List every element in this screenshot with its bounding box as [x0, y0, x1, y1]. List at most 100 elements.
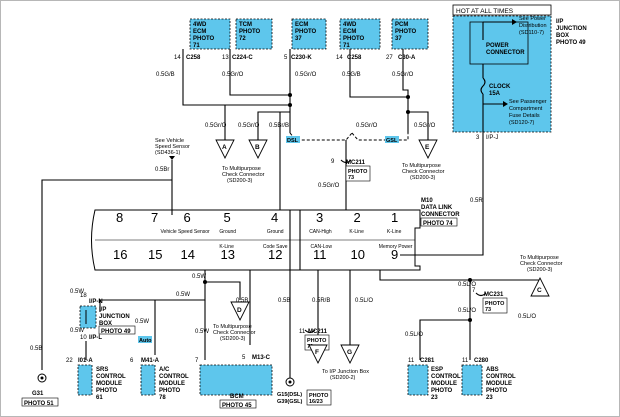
check-connector-c — [530, 276, 550, 297]
top-module-4-conn: C30-A — [398, 55, 416, 61]
check-d-l1: To Multipurpose — [213, 324, 252, 330]
photo51-box — [21, 397, 59, 407]
wire-5w4-label: 0.5W — [135, 319, 149, 325]
dlc-top-label-4: Ground — [267, 229, 284, 235]
top-module-2-l3: 37 — [295, 36, 302, 42]
clock-fuse-icon — [480, 77, 486, 95]
top-module-3-wire: 0.5G/B — [342, 72, 361, 78]
dsl-badge — [286, 136, 300, 143]
abs-l5: 23 — [486, 395, 493, 401]
top-module-pcm — [391, 18, 429, 50]
ground-g39-label: G39(GSL) — [277, 399, 303, 405]
mc231-photo1: PHOTO — [485, 301, 505, 307]
ac-pin: 6 — [130, 358, 134, 364]
wire-rb-label: 0.5R/B — [312, 298, 330, 304]
wire-5b1-label: 0.5B — [30, 346, 42, 352]
top-module-1-conn: C224-C — [232, 55, 253, 61]
dlc-top-pin-2: 2 — [354, 210, 361, 225]
power-arrow-icon — [512, 19, 517, 25]
bottom-modules: 22 I01-A SRS CONTROL MODULE PHOTO 61 6 M… — [66, 355, 516, 409]
see-pass-l4: (SD120-7) — [509, 120, 535, 126]
ground-g31-label: G31 — [32, 391, 44, 397]
wire-to-b — [257, 111, 290, 140]
splice-dot — [288, 93, 292, 97]
wire-lo5-label: 0.5L/O — [518, 314, 536, 320]
ijb-low-l3: BOX — [99, 321, 112, 327]
wire-5w5-label: 0.5W — [195, 329, 209, 335]
top-module-3-pin: 14 — [336, 55, 343, 61]
esp-conn: C281 — [420, 358, 435, 364]
abs-pin: 11 — [462, 358, 469, 364]
gsl-branch — [351, 132, 409, 141]
dlc-top-label-2: K-Line — [349, 229, 364, 235]
check-b-label: B — [255, 144, 260, 151]
top-module-0-conn: C258 — [186, 55, 201, 61]
top-module-1-l2: PHOTO — [239, 29, 261, 35]
power-connector-l1: POWER — [486, 43, 509, 49]
dlc-top-pin-5: 5 — [224, 210, 231, 225]
abs-module-box — [461, 364, 483, 396]
top-module-ecm — [291, 18, 327, 50]
memory-power-wire — [400, 132, 484, 256]
wire-5w2-label: 0.5W — [70, 289, 84, 295]
wire-label-b: 0.5Gr/O — [238, 123, 260, 129]
ac-l5: 78 — [159, 395, 166, 401]
see-power-l2: Distribution — [519, 23, 547, 29]
ijb-low-box — [79, 305, 97, 329]
bcm-l2: PHOTO 45 — [222, 403, 252, 409]
top-module-0-l4: 71 — [193, 43, 200, 49]
srs-l3: MODULE — [96, 381, 122, 387]
abs-conn: C280 — [474, 358, 489, 364]
dlc-bottom-pin-12: 12 — [268, 247, 282, 262]
ijb-low-pin-l: 10 — [80, 335, 87, 341]
dlc-top-pin-1: 1 — [391, 210, 398, 225]
dsl-label: DSL — [287, 138, 299, 144]
top-module-2-l1: ECM — [295, 22, 308, 28]
vss-l2: Speed Sensor — [155, 144, 190, 150]
ijb-low-photo: PHOTO 49 — [101, 329, 131, 335]
top-module-1-pin: 13 — [222, 55, 229, 61]
wire-tcm-drop — [229, 49, 290, 96]
ijb-low-pin-n: 18 — [80, 293, 87, 299]
top-module-tcm — [235, 18, 273, 50]
check-connectors-top: A B To Multipurpose Check Connector (SD2… — [215, 139, 445, 184]
top-wiring: 0.5Gr/O 0.5Gr/O 0.5Br/B 0.5Gr/O 0.5Gr/O … — [155, 49, 436, 215]
top-module-4-l2: PHOTO — [395, 29, 417, 35]
srs-pin: 22 — [66, 358, 73, 364]
wire-lo3-label: 0.5L/O — [458, 308, 476, 314]
check-ab-l3: (SD200-3) — [227, 178, 253, 184]
vss-arrow-icon — [169, 156, 175, 160]
mc211-low-conn: MC211 — [308, 329, 328, 335]
check-e-label: E — [425, 144, 430, 151]
esp-l4: PHOTO — [431, 388, 453, 394]
dlc-top-pin-3: 3 — [316, 210, 323, 225]
dlc-top-label-5: Ground — [219, 229, 236, 235]
ijb-low-photo-box — [98, 325, 136, 335]
bcm-photo-box — [219, 399, 257, 409]
abs-l3: MODULE — [486, 381, 512, 387]
dlc-bottom-pin-16: 16 — [113, 247, 127, 262]
dlc-bottom-pin-14: 14 — [181, 247, 195, 262]
bcm-pin-a: 5 — [242, 355, 246, 361]
check-c-l1: To Multipurpose — [520, 255, 559, 261]
auto-label: Auto — [139, 338, 152, 344]
wire-can-to-abs — [379, 270, 471, 360]
abs-l2: CONTROL — [486, 374, 516, 380]
splice-dot — [406, 95, 410, 99]
wire-pin3-label: 0.5Gr/O — [318, 183, 340, 189]
check-e-l1: To Multipurpose — [402, 163, 441, 169]
ac-l4: PHOTO — [159, 388, 181, 394]
ijb-low-l2: JUNCTION — [99, 314, 130, 320]
top-modules: 4WD ECM PHOTO 71 14 C258 0.5G/B TCM PHOT… — [156, 18, 429, 78]
power-connector-l2: CONNECTOR — [486, 50, 525, 56]
abs-l4: PHOTO — [486, 388, 508, 394]
bcm-conn: M13-C — [252, 355, 271, 361]
esp-l2: CONTROL — [431, 374, 461, 380]
mc231-conn: MC231 — [484, 292, 504, 298]
check-c-l3: (SD200-3) — [527, 267, 553, 273]
dlc-bottom-label-13: K-Line — [219, 244, 234, 250]
hot-at-all-times-section: HOT AT ALL TIMES I/P JUNCTION BOX PHOTO … — [400, 4, 587, 256]
splice-dot — [468, 318, 472, 322]
top-module-0-wire: 0.5G/B — [156, 72, 175, 78]
